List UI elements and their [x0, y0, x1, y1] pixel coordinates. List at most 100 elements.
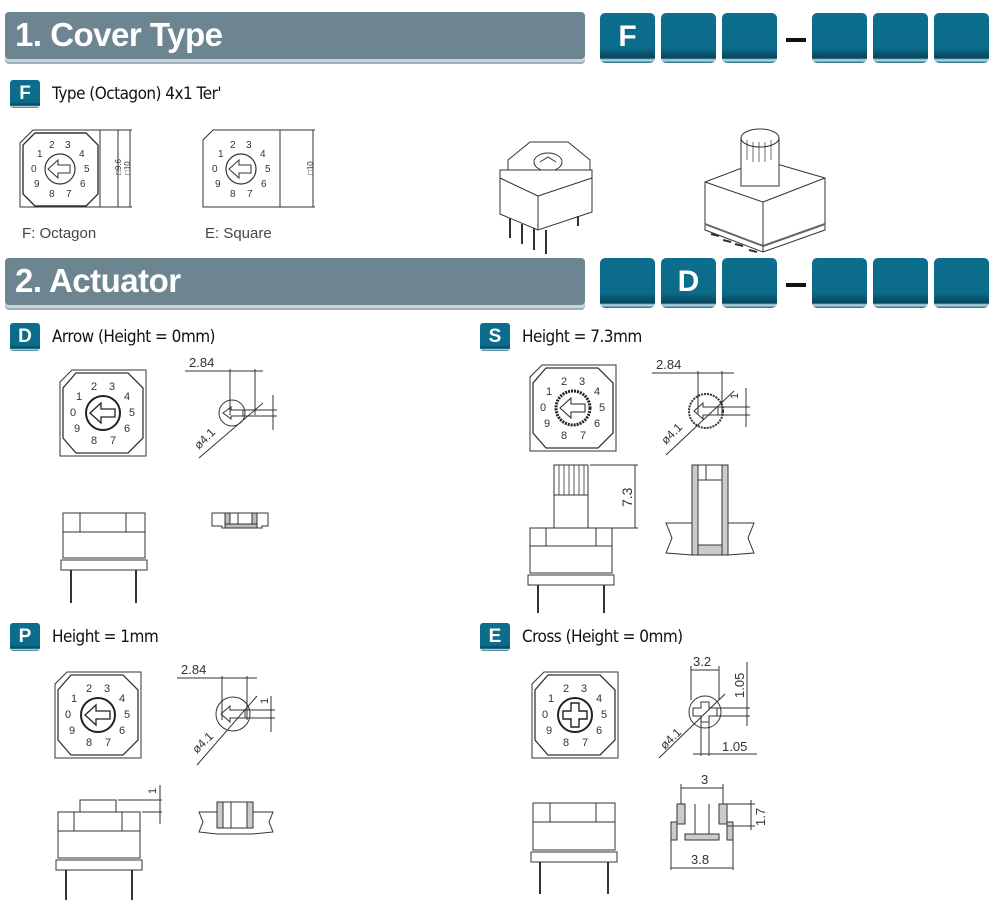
code-box-2: D	[661, 258, 716, 308]
dim-1: 1	[259, 698, 271, 704]
svg-text:4: 4	[596, 693, 602, 705]
dim-1: 1	[729, 393, 741, 399]
svg-text:6: 6	[124, 423, 130, 435]
svg-text:1: 1	[218, 149, 224, 160]
dim-1-05-vertical: 1.05	[732, 673, 747, 698]
svg-text:8: 8	[230, 189, 236, 200]
dim-3-2: 3.2	[693, 654, 711, 669]
option-label-p: Height = 1mm	[52, 627, 159, 647]
svg-text:4: 4	[119, 693, 125, 705]
code-box-5	[873, 13, 928, 63]
caption-octagon: F: Octagon	[22, 225, 97, 242]
dim-3-8: 3.8	[691, 852, 709, 867]
dim-diameter: ø4.1	[657, 725, 684, 752]
svg-text:0: 0	[70, 407, 76, 419]
svg-text:1: 1	[546, 386, 552, 398]
svg-text:7: 7	[582, 737, 588, 749]
dim-1: 1	[147, 788, 159, 794]
svg-text:8: 8	[86, 737, 92, 749]
dim-1-7: 1.7	[753, 808, 768, 826]
actuator-d-dimension-drawing: 2.84 ø4.1	[185, 355, 277, 459]
svg-text:2: 2	[91, 381, 97, 393]
svg-text:4: 4	[594, 386, 600, 398]
svg-text:5: 5	[265, 164, 271, 175]
svg-text:2: 2	[561, 376, 567, 388]
option-badge-d: D	[10, 323, 40, 351]
svg-text:5: 5	[599, 402, 605, 414]
option-badge-s: S	[480, 323, 510, 351]
actuator-e-dimension-drawing: 3.2 1.05 1.05 ø4.1	[657, 654, 757, 759]
actuator-s-dimension-drawing: 2.84 1 ø4.1	[652, 357, 750, 456]
svg-text:3: 3	[65, 140, 71, 151]
svg-text:5: 5	[601, 709, 607, 721]
code-box-2	[661, 13, 716, 63]
section-header-actuator: 2. Actuator	[5, 258, 585, 305]
actuator-d-section-view	[211, 512, 269, 529]
svg-text:6: 6	[119, 725, 125, 737]
svg-text:0: 0	[65, 709, 71, 721]
actuator-s-side-view: 7.3	[527, 464, 638, 613]
svg-text:6: 6	[80, 179, 86, 190]
svg-text:8: 8	[49, 189, 55, 200]
svg-text:5: 5	[129, 407, 135, 419]
dim-2-84: 2.84	[189, 355, 214, 370]
svg-text:4: 4	[260, 149, 266, 160]
svg-text:0: 0	[542, 709, 548, 721]
dim-diameter: ø4.1	[658, 420, 685, 447]
option-label-f: Type (Octagon) 4x1 Ter'	[52, 84, 222, 104]
dim-9-6: □9.6	[114, 158, 123, 175]
svg-text:2: 2	[49, 140, 55, 151]
svg-text:2: 2	[563, 683, 569, 695]
svg-text:1: 1	[71, 693, 77, 705]
svg-text:7: 7	[580, 430, 586, 442]
svg-text:6: 6	[596, 725, 602, 737]
svg-text:1: 1	[37, 149, 43, 160]
actuator-e-section-view: 3 1.7 3.8	[670, 772, 768, 870]
dim-3: 3	[701, 772, 708, 787]
code-box-3	[722, 258, 777, 308]
actuator-d-side-view	[60, 512, 148, 603]
code-box-4	[812, 258, 867, 308]
option-label-s: Height = 7.3mm	[522, 327, 642, 347]
svg-text:8: 8	[91, 435, 97, 447]
option-label-d: Arrow (Height = 0mm)	[52, 327, 216, 347]
option-label-e: Cross (Height = 0mm)	[522, 627, 683, 647]
svg-text:8: 8	[561, 430, 567, 442]
code-box-5	[873, 258, 928, 308]
actuator-e-side-view	[530, 802, 618, 894]
svg-text:3: 3	[109, 381, 115, 393]
svg-text:9: 9	[69, 725, 75, 737]
svg-text:4: 4	[124, 391, 130, 403]
svg-text:7: 7	[110, 435, 116, 447]
code-box-1	[600, 258, 655, 308]
svg-text:0: 0	[212, 164, 218, 175]
dim-7-3: 7.3	[619, 487, 635, 507]
svg-text:4: 4	[79, 149, 85, 160]
svg-text:9: 9	[544, 418, 550, 430]
dim-diameter: ø4.1	[189, 729, 216, 756]
code-box-3	[722, 13, 777, 63]
svg-text:6: 6	[261, 179, 267, 190]
option-badge-f: F	[10, 80, 40, 108]
code-box-4	[812, 13, 867, 63]
svg-text:7: 7	[105, 737, 111, 749]
svg-text:3: 3	[579, 376, 585, 388]
svg-text:7: 7	[66, 189, 72, 200]
dim-2-84: 2.84	[656, 357, 681, 372]
svg-text:9: 9	[215, 179, 221, 190]
actuator-p-dimension-drawing: 2.84 1 ø4.1	[177, 662, 275, 766]
actuator-s-section-view	[665, 464, 755, 556]
switch-3d-octagon-illustration	[499, 141, 593, 254]
option-badge-e: E	[480, 623, 510, 651]
svg-text:0: 0	[31, 164, 37, 175]
actuator-p-side-view: 1	[55, 785, 162, 900]
code-dash	[786, 38, 806, 42]
svg-text:2: 2	[230, 140, 236, 151]
svg-text:1: 1	[548, 693, 554, 705]
dim-1-05-horizontal: 1.05	[722, 739, 747, 754]
svg-text:3: 3	[581, 683, 587, 695]
